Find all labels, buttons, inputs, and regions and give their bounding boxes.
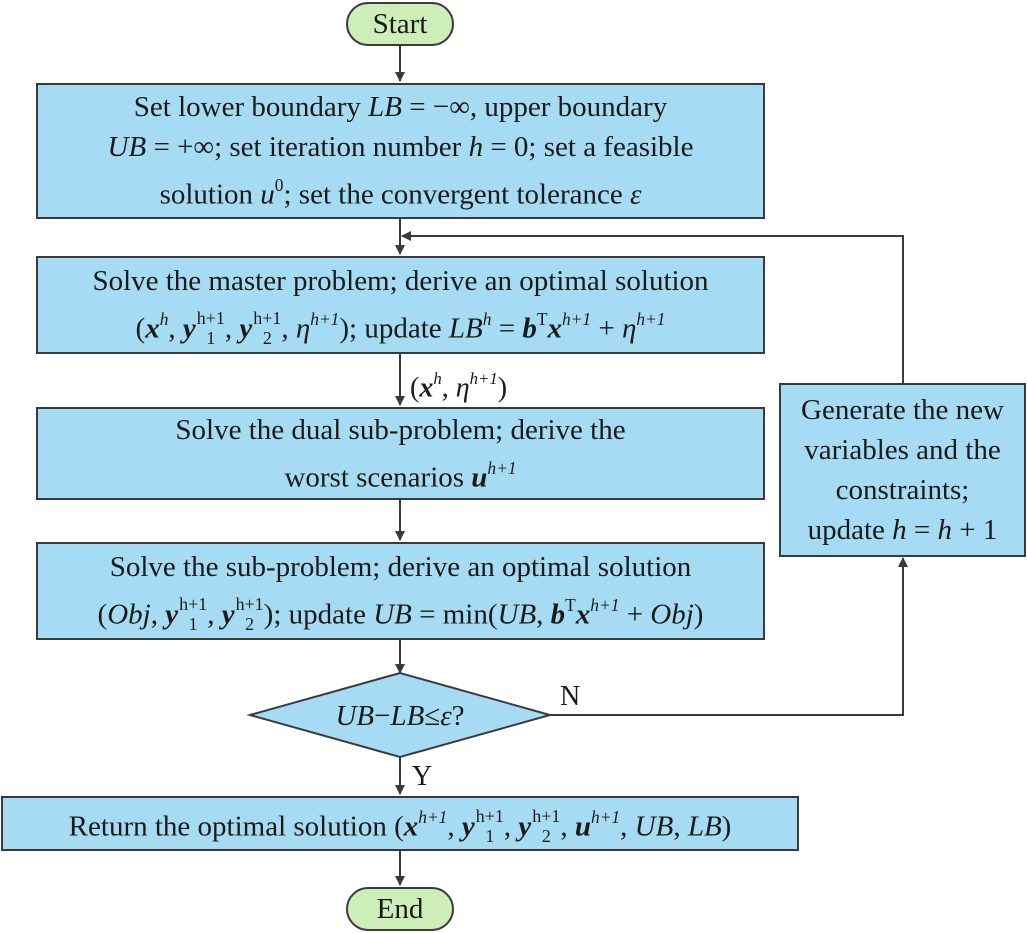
generate-box: Generate the new variables and the const… xyxy=(779,383,1026,557)
init-line-1: Set lower boundary LB = −∞, upper bounda… xyxy=(133,91,668,124)
end-terminal: End xyxy=(346,887,454,931)
generate-line-4: update h = h + 1 xyxy=(807,514,998,546)
init-line-2: UB = +∞; set iteration number h = 0; set… xyxy=(107,131,694,164)
master-problem-box: Solve the master problem; derive an opti… xyxy=(36,256,765,354)
generate-line-3: constraints; xyxy=(835,474,970,506)
master-line-1: Solve the master problem; derive an opti… xyxy=(92,264,709,297)
init-line-3: solution u0; set the convergent toleranc… xyxy=(159,175,642,211)
dual-subproblem-box: Solve the dual sub-problem; derive the w… xyxy=(36,407,765,500)
arrow-generate-to-master xyxy=(401,231,904,383)
edge-label-master-output: (xh, ηh+1) xyxy=(410,369,508,404)
arrow-decision-no-to-generate xyxy=(550,557,908,716)
start-label: Start xyxy=(372,8,428,40)
decision-diamond xyxy=(246,671,554,759)
generate-line-2: variables and the xyxy=(804,434,1001,466)
generate-line-1: Generate the new xyxy=(801,394,1004,426)
decision-condition: UB − LB ≤ ε? xyxy=(335,699,465,732)
label-yes: Y xyxy=(412,761,433,792)
dual-line-1: Solve the dual sub-problem; derive the xyxy=(175,413,626,446)
start-terminal: Start xyxy=(346,2,454,46)
initialization-box: Set lower boundary LB = −∞, upper bounda… xyxy=(36,83,765,219)
dual-line-2: worst scenarios uh+1 xyxy=(284,457,517,494)
end-label: End xyxy=(376,893,424,925)
label-no: N xyxy=(560,681,581,712)
subproblem-box: Solve the sub-problem; derive an optimal… xyxy=(36,542,765,640)
sub-line-1: Solve the sub-problem; derive an optimal… xyxy=(109,550,692,583)
